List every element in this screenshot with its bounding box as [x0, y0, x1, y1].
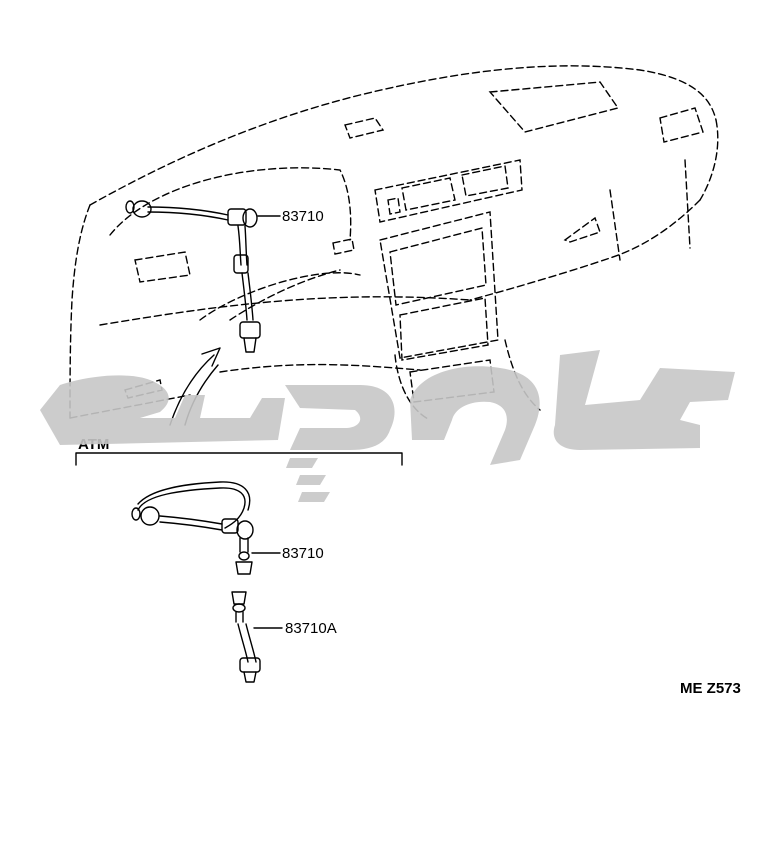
speedometer-cable-assembly [125, 200, 261, 353]
callout-83710-atm: 83710 [282, 545, 324, 562]
atm-cable-assembly [131, 481, 254, 575]
callout-83710-top: 83710 [282, 208, 324, 225]
atm-bracket [75, 452, 403, 466]
callout-83710a: 83710A [285, 620, 337, 637]
view-arrow [169, 347, 221, 426]
atm-cable-a-assembly [231, 591, 261, 683]
dashboard-outline [69, 65, 719, 421]
watermark-logo [40, 350, 735, 502]
figure-code: ME Z573 [680, 680, 741, 697]
